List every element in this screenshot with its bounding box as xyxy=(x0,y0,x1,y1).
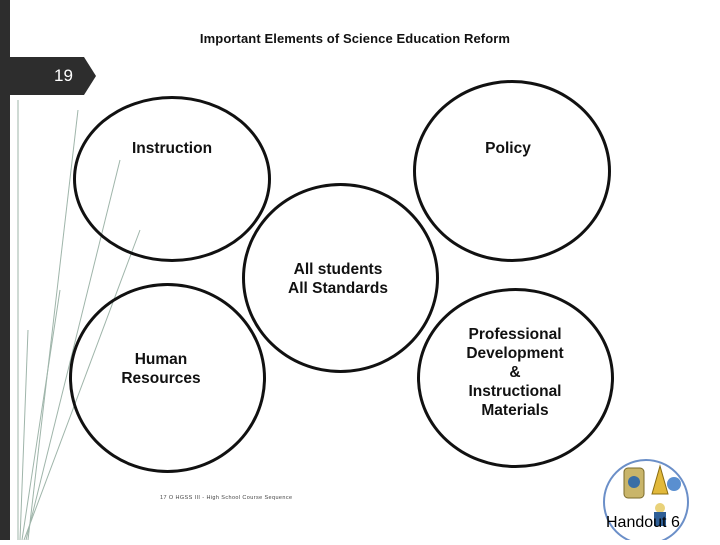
left-sidebar-bar xyxy=(0,0,10,540)
school-logo-icon xyxy=(603,459,689,545)
circle-human-resources xyxy=(69,283,266,473)
footer-text: 17 O HGSS III - High School Course Seque… xyxy=(160,495,293,501)
slide-number-badge: 19 xyxy=(0,57,96,95)
circle-center xyxy=(242,183,439,373)
label-instruction-text: Instruction xyxy=(131,140,213,157)
circle-policy xyxy=(413,80,611,262)
circle-instruction xyxy=(73,96,271,262)
circle-professional-development xyxy=(417,288,614,468)
label-center: All students All Standards xyxy=(270,260,406,298)
label-prof-line4: Instructional xyxy=(468,383,562,400)
school-logo xyxy=(598,456,710,545)
label-prof-line1: Professional xyxy=(468,326,562,343)
label-center-line1: All students xyxy=(293,261,383,278)
label-human-resources: Human Resources xyxy=(102,350,220,388)
label-human-line2: Resources xyxy=(121,370,201,387)
label-instruction: Instruction xyxy=(110,139,234,158)
badge-shape xyxy=(0,57,96,95)
label-prof-line5: Materials xyxy=(481,402,549,419)
label-human-line1: Human xyxy=(134,351,188,368)
label-professional-development: Professional Development & Instructional… xyxy=(449,325,581,420)
label-prof-line3: & xyxy=(509,364,521,381)
slide-number: 19 xyxy=(54,66,73,85)
handout-label: Handout 6 xyxy=(606,514,680,531)
label-policy: Policy xyxy=(458,139,558,158)
slide-title: Important Elements of Science Education … xyxy=(199,31,511,46)
label-policy-text: Policy xyxy=(485,140,531,157)
label-prof-line2: Development xyxy=(466,345,564,362)
label-center-line2: All Standards xyxy=(288,280,388,297)
